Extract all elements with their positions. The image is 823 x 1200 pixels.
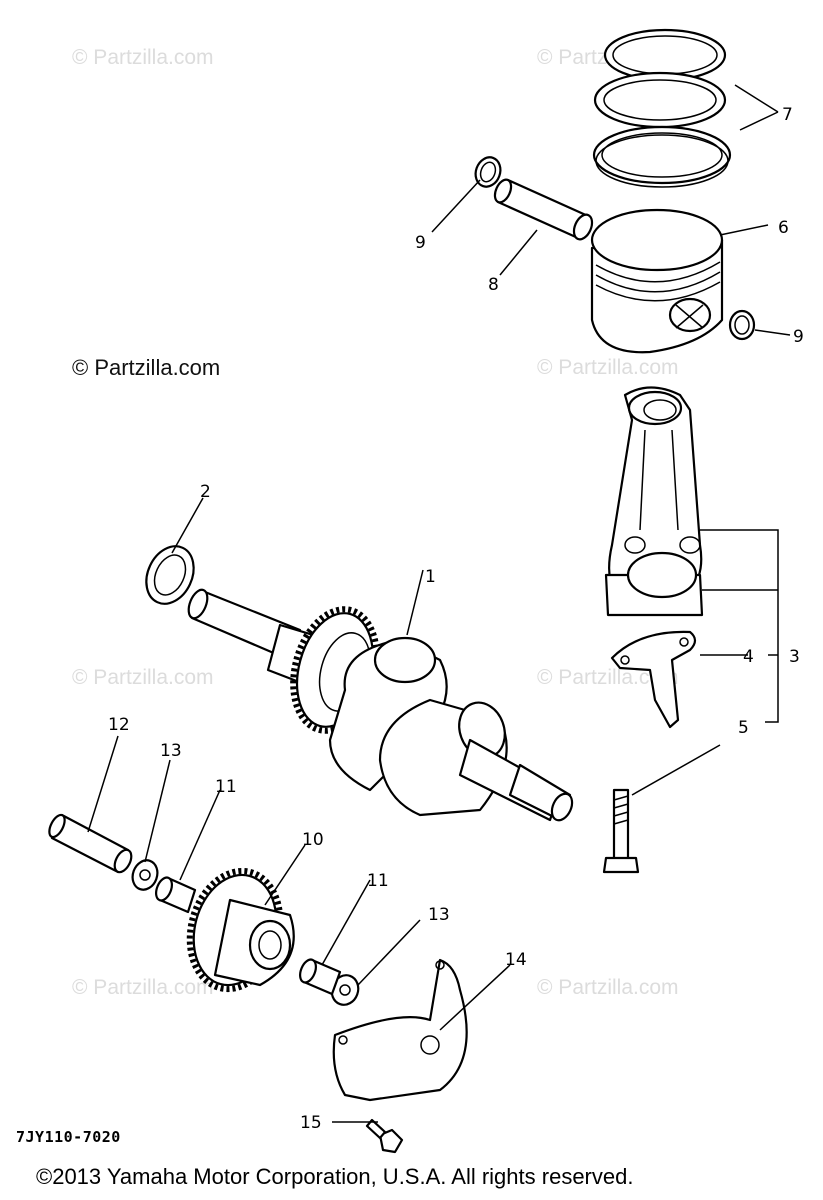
callout-4: 4 <box>743 647 754 667</box>
watermark: © Partzilla.com <box>72 666 214 689</box>
callout-13: 13 <box>160 741 182 761</box>
callout-11: 11 <box>367 871 389 891</box>
watermark: © Partzilla.com <box>72 46 214 69</box>
oil-seal <box>145 545 195 605</box>
callout-6: 6 <box>778 218 789 238</box>
watermark: © Partzilla.com <box>537 356 679 379</box>
connecting-rod-bolt <box>602 788 640 874</box>
bearing-left <box>155 876 197 914</box>
balancer-gear <box>186 867 295 993</box>
circlip-left <box>474 156 502 188</box>
callout-labels: 1 2 3 4 5 6 7 8 9 9 10 11 11 12 13 13 14… <box>108 105 804 1133</box>
callout-10: 10 <box>302 830 324 850</box>
callout-1: 1 <box>425 567 436 587</box>
callout-2: 2 <box>200 482 211 502</box>
callout-7: 7 <box>782 105 793 125</box>
callout-8: 8 <box>488 275 499 295</box>
bearing-right <box>299 958 342 996</box>
callout-3: 3 <box>789 647 800 667</box>
callout-14: 14 <box>505 950 527 970</box>
piston-pin <box>493 178 594 241</box>
lock-plate <box>610 630 697 729</box>
callout-12: 12 <box>108 715 130 735</box>
shaft-pin <box>48 813 133 874</box>
piston <box>590 208 724 354</box>
piston-rings <box>592 28 732 188</box>
watermark: © Partzilla.com <box>72 976 214 999</box>
callout-13: 13 <box>428 905 450 925</box>
washer-left <box>131 859 159 891</box>
cover-plate <box>332 958 468 1102</box>
callout-9: 9 <box>415 233 426 253</box>
copyright-notice: ©2013 Yamaha Motor Corporation, U.S.A. A… <box>36 1164 634 1189</box>
crankshaft <box>187 588 574 822</box>
callout-5: 5 <box>738 718 749 738</box>
callout-11: 11 <box>215 777 237 797</box>
circlip-right <box>728 309 756 341</box>
watermark: © Partzilla.com <box>537 976 679 999</box>
callout-9: 9 <box>793 327 804 347</box>
diagram-code: 7JY110-7020 <box>16 1128 121 1146</box>
cover-bolt <box>365 1118 404 1154</box>
watermark-main: © Partzilla.com <box>72 355 221 380</box>
leader-lines <box>87 84 791 1123</box>
callout-15: 15 <box>300 1113 322 1133</box>
connecting-rod <box>604 386 704 617</box>
watermark: © Partzilla.com <box>537 666 679 689</box>
